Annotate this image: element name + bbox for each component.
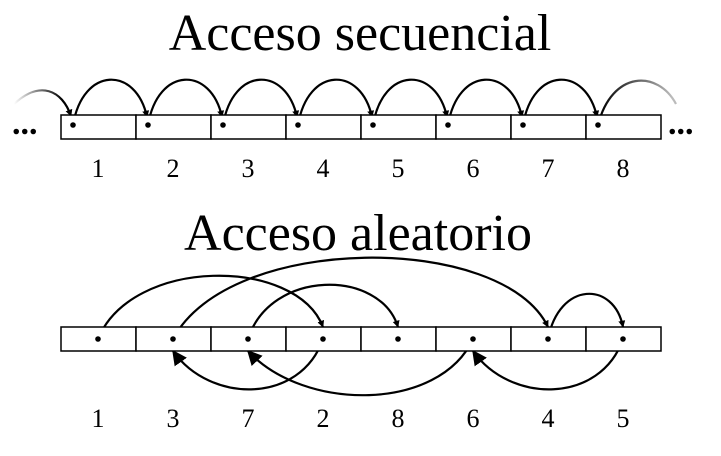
random-cell-3: [210, 326, 287, 352]
sequential-arrow: [296, 78, 375, 126]
sequential-arrow-in: [13, 89, 73, 117]
random-arrow: [546, 292, 626, 340]
random-arrow: [246, 283, 400, 340]
random-label: 2: [317, 404, 330, 433]
sequential-arrow-out: [596, 79, 677, 126]
sequential-arrow: [446, 78, 525, 126]
sequential-ellipsis-right: ...: [668, 105, 694, 142]
random-arrow: [172, 338, 325, 391]
sequential-label: 2: [167, 154, 180, 183]
sequential-pointers: [70, 122, 601, 128]
random-cell-row: [60, 326, 662, 352]
random-arrow: [472, 338, 625, 391]
random-arrows: [96, 256, 626, 397]
random-label: 3: [167, 404, 180, 433]
sequential-pointer: [370, 122, 376, 128]
sequential-arrow: [146, 78, 225, 126]
sequential-pointer: [70, 122, 76, 128]
random-pointer: [245, 336, 251, 342]
random-label: 5: [617, 404, 630, 433]
sequential-title: Acceso secuencial: [169, 5, 552, 62]
random-pointer: [470, 336, 476, 342]
sequential-pointer: [595, 122, 601, 128]
random-label: 1: [92, 404, 105, 433]
random-pointers: [95, 336, 626, 342]
random-title: Acceso aleatorio: [184, 205, 532, 262]
random-arrow: [246, 338, 474, 397]
sequential-label: 6: [467, 154, 480, 183]
sequential-label: 8: [617, 154, 630, 183]
sequential-label: 4: [317, 154, 330, 183]
random-pointer: [620, 336, 626, 342]
sequential-section: Acceso secuencial ... ... 1 2 3 4 5 6 7 8: [12, 5, 694, 183]
sequential-pointer: [445, 122, 451, 128]
random-pointer: [95, 336, 101, 342]
sequential-label: 5: [392, 154, 405, 183]
sequential-arrows: [13, 78, 677, 126]
random-arrow: [96, 274, 325, 340]
sequential-label: 3: [242, 154, 255, 183]
random-label: 8: [392, 404, 405, 433]
random-pointer: [170, 336, 176, 342]
sequential-arrow: [221, 78, 300, 126]
sequential-label: 7: [542, 154, 555, 183]
random-arrow: [172, 256, 549, 340]
sequential-pointer: [295, 122, 301, 128]
sequential-pointer: [220, 122, 226, 128]
random-pointer: [320, 336, 326, 342]
sequential-ellipsis-left: ...: [12, 105, 38, 142]
random-label: 7: [242, 404, 255, 433]
sequential-cell-row: [60, 114, 662, 140]
sequential-arrow: [71, 78, 150, 126]
sequential-pointer: [145, 122, 151, 128]
random-pointer: [395, 336, 401, 342]
sequential-labels: 1 2 3 4 5 6 7 8: [92, 154, 630, 183]
random-labels: 1 3 7 2 8 6 4 5: [92, 404, 630, 433]
sequential-arrow: [371, 78, 450, 126]
sequential-pointer: [520, 122, 526, 128]
random-label: 4: [542, 404, 555, 433]
sequential-arrow: [521, 78, 600, 126]
random-label: 6: [467, 404, 480, 433]
random-section: Acceso aleatorio 1 3 7 2 8 6 4 5: [60, 205, 662, 433]
sequential-label: 1: [92, 154, 105, 183]
random-pointer: [545, 336, 551, 342]
